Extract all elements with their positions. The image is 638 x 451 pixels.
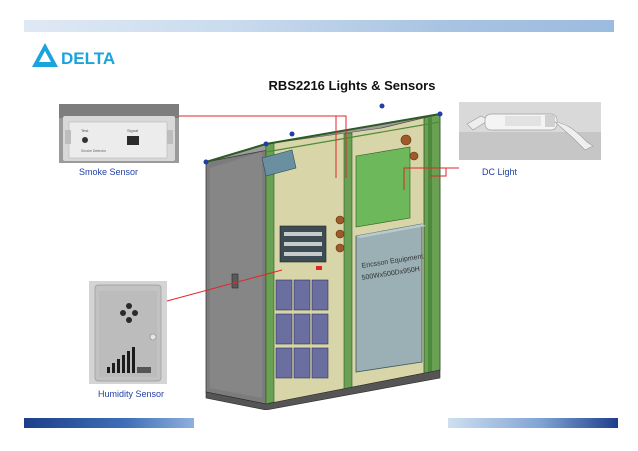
delta-logo-icon: DELTA: [32, 43, 115, 68]
smoke-photo-device-text: Smoke Detector: [81, 149, 107, 153]
smoke-photo-label-signal: Signal: [127, 128, 138, 133]
footer-band-left: [24, 418, 194, 428]
smoke-sensor-photo: Test Signal Smoke Detector: [59, 104, 179, 163]
humidity-sensor-caption: Humidity Sensor: [98, 389, 165, 399]
slide-title: RBS2216 Lights & Sensors: [268, 78, 436, 93]
smoke-photo-label-test: Test: [81, 128, 89, 133]
rbs2216-cabinet-illustration: Ericsson Equipment 500Wx500Dx950H: [196, 100, 446, 415]
dc-light-caption: DC Light: [482, 167, 518, 177]
smoke-sensor-caption: Smoke Sensor: [79, 167, 139, 177]
delta-logo: DELTA: [30, 40, 126, 70]
humidity-sensor-photo: [89, 281, 167, 384]
dc-light-photo: [459, 102, 601, 160]
footer-band-right: [448, 418, 618, 428]
delta-logo-text: DELTA: [61, 49, 115, 68]
header-band: [24, 20, 614, 32]
